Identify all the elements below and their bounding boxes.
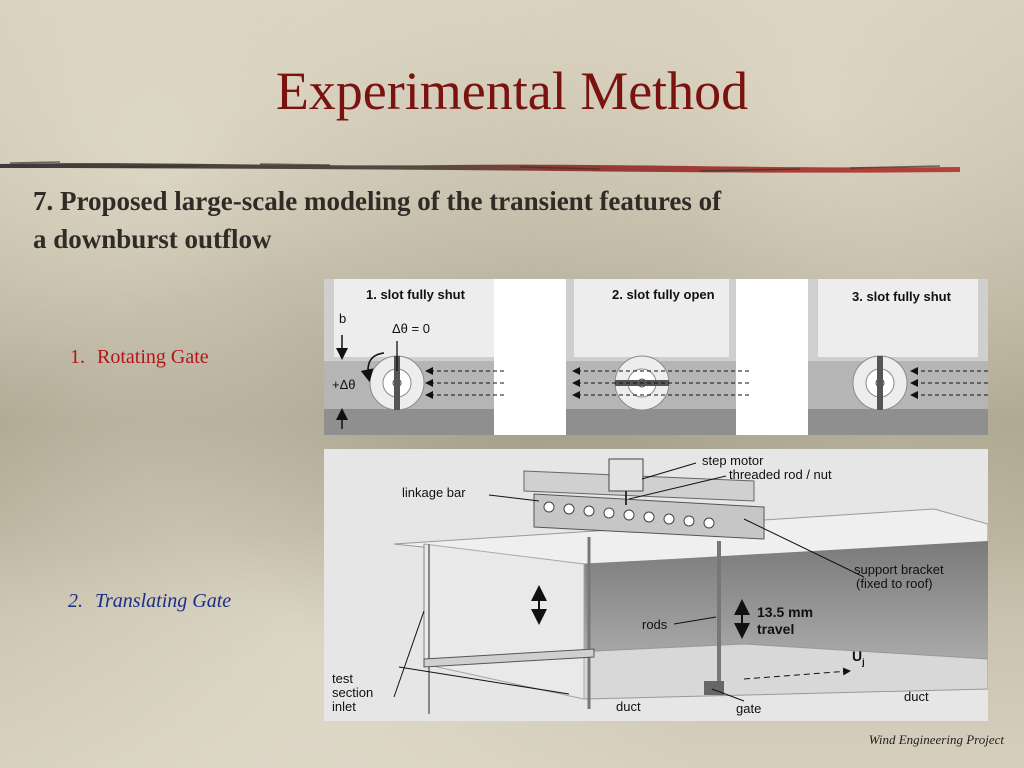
gate-label: gate	[736, 701, 761, 716]
slide-subtitle: 7. Proposed large-scale modeling of the …	[33, 186, 722, 254]
list-item-rotating-gate: 1. Rotating Gate	[70, 346, 209, 369]
panel-1-label: 1. slot fully shut	[366, 287, 466, 302]
panel-3-label: 3. slot fully shut	[852, 289, 952, 304]
b-label: b	[339, 311, 346, 326]
panel-2-label: 2. slot fully open	[612, 287, 715, 302]
travel-value-label: 13.5 mm	[757, 604, 813, 620]
list-number: 1.	[70, 346, 85, 368]
delta-zero-label: Δθ = 0	[392, 321, 430, 336]
brush-divider	[0, 161, 960, 173]
test-label: test	[332, 671, 353, 686]
inlet-label: inlet	[332, 699, 356, 714]
rotating-gate-figure: 1. slot fully shut b Δθ = 0 +Δθ 2. slot …	[324, 279, 988, 435]
threaded-rod-label: threaded rod / nut	[729, 467, 832, 482]
plus-delta-label: +Δθ	[332, 377, 356, 392]
duct-left-label: duct	[616, 699, 641, 714]
panel-slot-shut-3: 3. slot fully shut	[808, 279, 988, 435]
list-label: Rotating Gate	[97, 346, 209, 368]
footer-project-name: Wind Engineering Project	[868, 732, 1004, 747]
uj-subscript: j	[861, 657, 865, 667]
travel-label: travel	[757, 621, 794, 637]
fixed-to-roof-label: (fixed to roof)	[856, 576, 933, 591]
section-label: section	[332, 685, 373, 700]
uj-main: U	[852, 648, 862, 664]
list-item-translating-gate: 2. Translating Gate	[68, 590, 231, 613]
list-label: Translating Gate	[95, 590, 232, 612]
translating-gate-figure: step motor threaded rod / nut linkage ba…	[324, 449, 988, 721]
uj-label: Uj	[852, 648, 865, 667]
panel-slot-open: 2. slot fully open	[566, 279, 749, 435]
panel-slot-shut-1: 1. slot fully shut b Δθ = 0 +Δθ	[324, 279, 504, 435]
step-motor-label: step motor	[702, 453, 764, 468]
support-bracket-label: support bracket	[854, 562, 944, 577]
linkage-bar-label: linkage bar	[402, 485, 466, 500]
slide-title: Experimental Method	[275, 61, 749, 121]
rods-label: rods	[642, 617, 668, 632]
duct-right-label: duct	[904, 689, 929, 704]
list-number: 2.	[68, 590, 83, 612]
